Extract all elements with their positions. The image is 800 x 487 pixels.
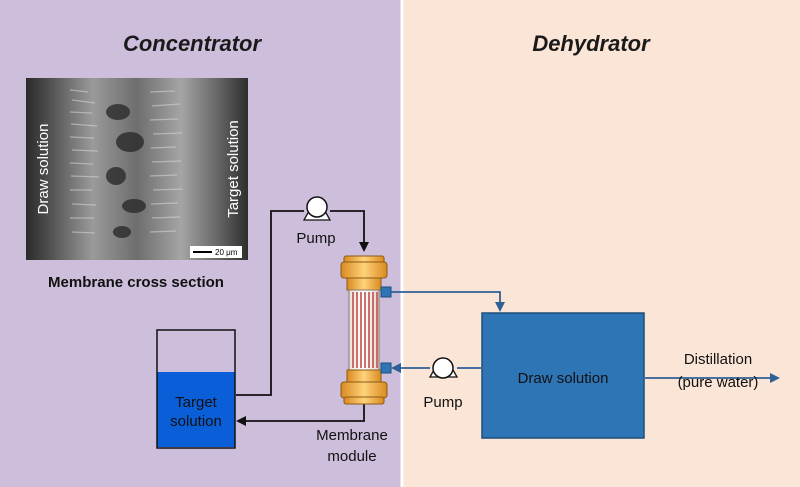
sem-draw-solution-label: Draw solution: [35, 124, 52, 215]
membrane-module-label-line1: Membrane: [316, 427, 388, 444]
dehydrator-pump-label: Pump: [423, 394, 462, 411]
membrane-module: [340, 255, 392, 405]
draw-solution-tank: Draw solution: [481, 312, 645, 439]
concentrator-pump-icon: [302, 196, 332, 221]
sem-target-solution-label: Target solution: [225, 120, 242, 218]
membrane-cross-section-caption: Membrane cross section: [48, 274, 224, 291]
distillation-label-line2: (pure water): [678, 374, 759, 391]
membrane-sem-image: 20 μm Draw solution Target solution: [26, 78, 248, 260]
draw-tank-label: Draw solution: [518, 370, 609, 387]
module-to-draw-tank-line: [391, 291, 505, 312]
dehydrator-pump-icon: [428, 357, 459, 379]
target-solution-tank: Target solution: [156, 329, 236, 449]
module-to-tank-line: [236, 403, 365, 426]
sem-scale-label: 20 μm: [215, 248, 238, 257]
target-tank-label-line2: solution: [170, 413, 222, 430]
concentrator-title: Concentrator: [123, 31, 263, 56]
membrane-module-label-line2: module: [327, 448, 376, 465]
sem-scale-bar-box: [190, 246, 242, 258]
tank-to-pump-line: [236, 210, 304, 396]
concentrator-pump-label: Pump: [296, 230, 335, 247]
pump-to-module-line: [330, 210, 369, 252]
target-tank-label-line1: Target: [175, 394, 218, 411]
dehydrator-title: Dehydrator: [532, 31, 651, 56]
distillation-label-line1: Distillation: [684, 351, 752, 368]
